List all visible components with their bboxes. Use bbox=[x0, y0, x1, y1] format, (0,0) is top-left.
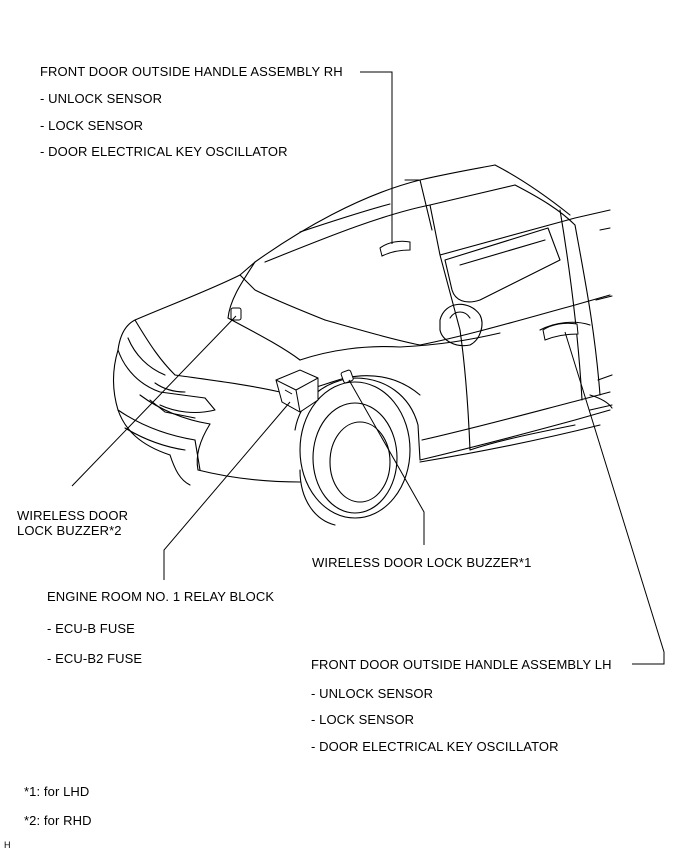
note-rhd: *2: for RHD bbox=[24, 813, 92, 828]
leader-relay bbox=[163, 401, 291, 580]
rh-handle-item-unlock: - UNLOCK SENSOR bbox=[40, 91, 163, 106]
relay-block-item-ecub: - ECU-B FUSE bbox=[47, 621, 135, 636]
buzzer1-label: WIRELESS DOOR LOCK BUZZER*1 bbox=[312, 555, 532, 570]
lh-handle-item-oscillator: - DOOR ELECTRICAL KEY OSCILLATOR bbox=[311, 739, 559, 754]
lh-handle-title: FRONT DOOR OUTSIDE HANDLE ASSEMBLY LH bbox=[311, 657, 612, 672]
lh-handle-item-lock: - LOCK SENSOR bbox=[311, 712, 415, 727]
lh-handle-item-unlock: - UNLOCK SENSOR bbox=[311, 686, 434, 701]
relay-block-item-ecub2: - ECU-B2 FUSE bbox=[47, 651, 143, 666]
note-lhd: *1: for LHD bbox=[24, 784, 90, 799]
leader-buzzer2 bbox=[71, 315, 237, 487]
buzzer2-label-line1: WIRELESS DOOR bbox=[17, 508, 129, 523]
rh-handle-title: FRONT DOOR OUTSIDE HANDLE ASSEMBLY RH bbox=[40, 64, 343, 79]
leader-lh-handle bbox=[564, 331, 665, 665]
rh-handle-item-lock: - LOCK SENSOR bbox=[40, 118, 144, 133]
leader-buzzer1 bbox=[348, 379, 425, 545]
leader-rh-handle bbox=[360, 71, 393, 244]
buzzer2-label-line2: LOCK BUZZER*2 bbox=[17, 523, 122, 538]
relay-block-title: ENGINE ROOM NO. 1 RELAY BLOCK bbox=[47, 589, 275, 604]
rh-handle-item-oscillator: - DOOR ELECTRICAL KEY OSCILLATOR bbox=[40, 144, 288, 159]
corner-mark: H bbox=[4, 840, 11, 850]
